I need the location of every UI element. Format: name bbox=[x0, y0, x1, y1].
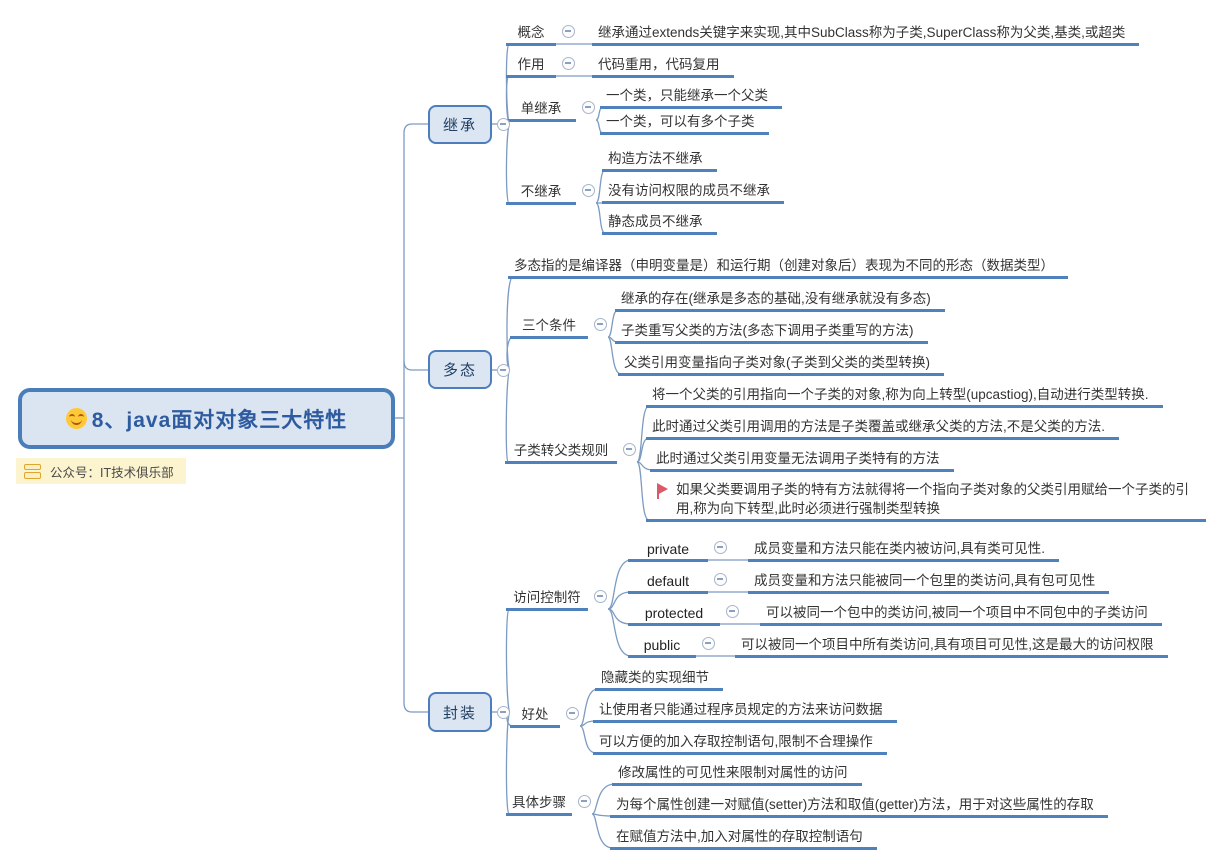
topic-text[interactable]: 为每个属性创建一对赋值(setter)方法和取值(getter)方法，用于对这些… bbox=[610, 795, 1108, 818]
topic-text[interactable]: 继承的存在(继承是多态的基础,没有继承就没有多态) bbox=[615, 289, 945, 312]
topic-text[interactable]: 可以被同一个包中的类访问,被同一个项目中不同包中的子类访问 bbox=[760, 603, 1162, 626]
collapse-icon[interactable] bbox=[565, 706, 579, 720]
branch-node-polymorphism[interactable]: 多态 bbox=[428, 350, 492, 389]
collapse-icon[interactable] bbox=[593, 589, 607, 603]
topic-text[interactable]: 一个类，只能继承一个父类 bbox=[600, 86, 782, 109]
topic-text[interactable]: 一个类，可以有多个子类 bbox=[600, 112, 769, 135]
topic-text[interactable]: 在赋值方法中,加入对属性的存取控制语句 bbox=[610, 827, 877, 850]
collapse-icon[interactable] bbox=[581, 183, 595, 197]
collapse-icon[interactable] bbox=[593, 317, 607, 331]
topic-text[interactable]: 可以被同一个项目中所有类访问,具有项目可见性,这是最大的访问权限 bbox=[735, 635, 1168, 658]
topic-text[interactable]: 让使用者只能通过程序员规定的方法来访问数据 bbox=[593, 700, 897, 723]
topic-text[interactable]: 代码重用，代码复用 bbox=[592, 55, 734, 78]
topic-label-default[interactable]: default bbox=[628, 571, 708, 594]
collapse-icon[interactable] bbox=[701, 636, 715, 650]
branch-node-inheritance[interactable]: 继承 bbox=[428, 105, 492, 144]
topic-label-steps[interactable]: 具体步骤 bbox=[506, 793, 572, 816]
collapse-icon[interactable] bbox=[713, 540, 727, 554]
topic-text[interactable]: 此时通过父类引用调用的方法是子类覆盖或继承父类的方法,不是父类的方法. bbox=[646, 417, 1120, 440]
topic-label-concept[interactable]: 概念 bbox=[506, 23, 556, 46]
topic-text[interactable]: 父类引用变量指向子类对象(子类到父类的类型转换) bbox=[618, 353, 944, 376]
collapse-icon[interactable] bbox=[725, 604, 739, 618]
topic-text[interactable]: 静态成员不继承 bbox=[602, 212, 717, 235]
notes-icon bbox=[24, 463, 41, 479]
topic-label-single-inheritance[interactable]: 单继承 bbox=[506, 99, 576, 122]
topic-text[interactable]: 子类重写父类的方法(多态下调用子类重写的方法) bbox=[615, 321, 928, 344]
collapse-icon[interactable] bbox=[622, 442, 636, 456]
topic-text[interactable]: 成员变量和方法只能被同一个包里的类访问,具有包可见性 bbox=[748, 571, 1110, 594]
topic-text[interactable]: 成员变量和方法只能在类内被访问,具有类可见性. bbox=[748, 539, 1060, 562]
topic-text[interactable]: 可以方便的加入存取控制语句,限制不合理操作 bbox=[593, 732, 887, 755]
collapse-icon[interactable] bbox=[561, 24, 575, 38]
topic-text[interactable]: 继承通过extends关键字来实现,其中SubClass称为子类,SuperCl… bbox=[592, 23, 1140, 46]
topic-text[interactable]: 没有访问权限的成员不继承 bbox=[602, 181, 784, 204]
flag-icon bbox=[656, 482, 670, 500]
topic-label-access-modifiers[interactable]: 访问控制符 bbox=[506, 588, 588, 611]
topic-text[interactable]: 构造方法不继承 bbox=[602, 149, 717, 172]
topic-text[interactable]: 将一个父类的引用指向一个子类的对象,称为向上转型(upcastiog),自动进行… bbox=[646, 385, 1163, 408]
topic-text[interactable]: 修改属性的可见性来限制对属性的访问 bbox=[612, 763, 862, 786]
collapse-icon[interactable] bbox=[713, 572, 727, 586]
topic-text-polymorphism-note[interactable]: 多态指的是编译器（申明变量是）和运行期（创建对象后）表现为不同的形态（数据类型） bbox=[508, 256, 1068, 279]
root-node[interactable]: 8、java面对对象三大特性 bbox=[18, 388, 395, 449]
collapse-icon[interactable] bbox=[496, 117, 510, 131]
topic-label-private[interactable]: private bbox=[628, 539, 708, 562]
tag-label: 公众号：IT技术俱乐部 bbox=[50, 465, 174, 480]
topic-label-upcast-rules[interactable]: 子类转父类规则 bbox=[505, 441, 617, 464]
collapse-icon[interactable] bbox=[577, 794, 591, 808]
topic-label-public[interactable]: public bbox=[628, 635, 696, 658]
smiley-emoji-icon bbox=[65, 408, 87, 429]
topic-label-not-inherited[interactable]: 不继承 bbox=[506, 182, 576, 205]
topic-text[interactable]: 隐藏类的实现细节 bbox=[595, 668, 723, 691]
collapse-icon[interactable] bbox=[581, 100, 595, 114]
wechat-tag[interactable]: 公众号：IT技术俱乐部 bbox=[16, 458, 186, 484]
topic-text-downcast-warning[interactable]: 如果父类要调用子类的特有方法就得将一个指向子类对象的父类引用赋给一个子类的引用,… bbox=[646, 479, 1206, 522]
collapse-icon[interactable] bbox=[496, 363, 510, 377]
collapse-icon[interactable] bbox=[561, 56, 575, 70]
root-title: 8、java面对对象三大特性 bbox=[91, 408, 348, 432]
branch-node-encapsulation[interactable]: 封装 bbox=[428, 692, 492, 732]
topic-label-benefits[interactable]: 好处 bbox=[510, 705, 560, 728]
topic-label-purpose[interactable]: 作用 bbox=[506, 55, 556, 78]
topic-label-protected[interactable]: protected bbox=[628, 603, 720, 626]
topic-label-three-conditions[interactable]: 三个条件 bbox=[510, 316, 588, 339]
collapse-icon[interactable] bbox=[496, 705, 510, 719]
topic-text[interactable]: 此时通过父类引用变量无法调用子类特有的方法 bbox=[650, 449, 954, 472]
